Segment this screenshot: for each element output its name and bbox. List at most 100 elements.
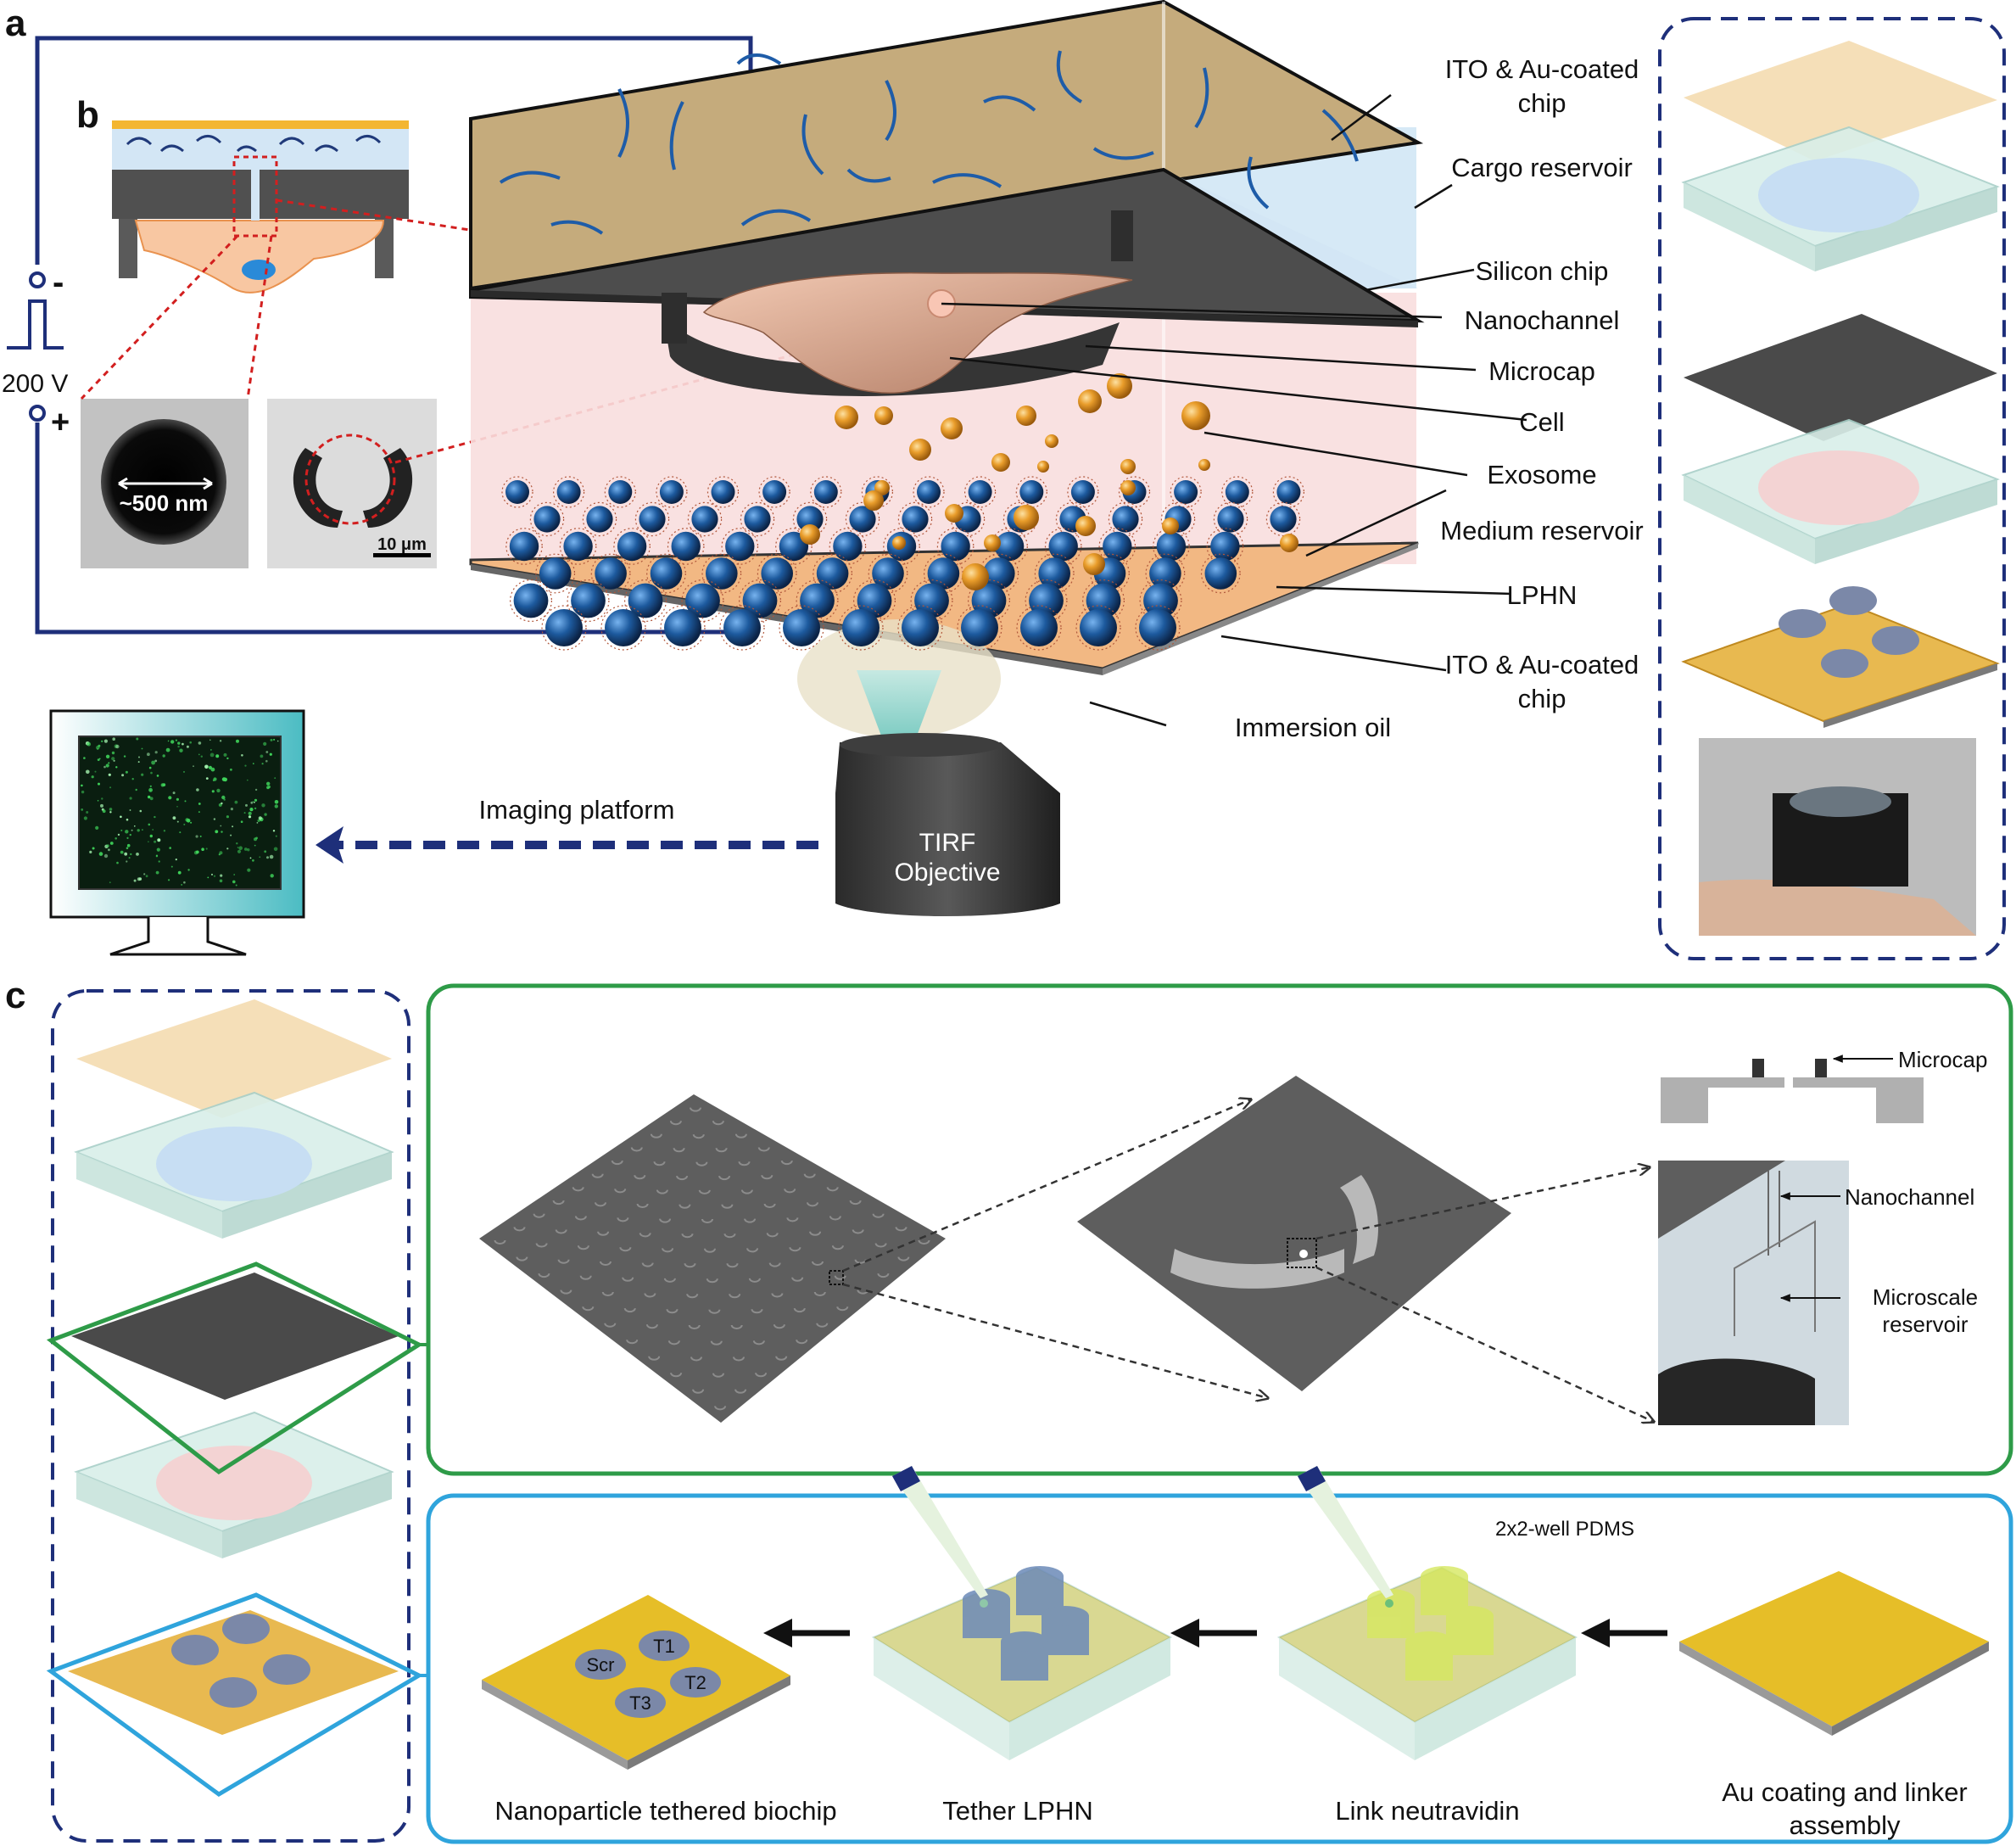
- fluorescent-spot: [215, 754, 220, 758]
- negative-terminal: [29, 271, 46, 288]
- microcap-mark: [872, 1213, 885, 1218]
- fluorescent-spot: [137, 761, 140, 764]
- microcap-mark: [708, 1309, 721, 1314]
- microcap-mark: [560, 1289, 572, 1295]
- exosome: [984, 534, 1001, 551]
- lphn-particle: [671, 531, 701, 562]
- fluorescent-spot: [266, 786, 270, 790]
- lphn-ligand: [681, 579, 724, 622]
- tirf-objective: [797, 619, 1060, 916]
- fluorescent-spot: [129, 833, 131, 836]
- fluorescent-spot: [109, 842, 114, 845]
- microcap-mark: [813, 1291, 826, 1296]
- fluorescent-spot: [123, 755, 126, 758]
- fluorescent-spot: [148, 795, 151, 799]
- lphn-ligand: [910, 579, 953, 622]
- microcap-mark: [695, 1161, 708, 1166]
- well-label-t1: T1: [653, 1636, 675, 1657]
- microcap-mark: [662, 1248, 674, 1253]
- microcap-mark: [557, 1259, 570, 1264]
- fluorescent-spot: [107, 848, 110, 852]
- microcap-mark: [634, 1175, 646, 1180]
- fluorescent-spot: [133, 879, 137, 882]
- fluorescent-spot: [274, 800, 279, 804]
- label-pdms: 2x2-well PDMS: [1495, 1518, 1634, 1541]
- fluorescent-spot: [86, 811, 89, 814]
- microcap-mark: [645, 1324, 658, 1329]
- microcap-mark: [701, 1218, 713, 1223]
- fluorescent-spot: [148, 787, 154, 792]
- microcap-mark: [623, 1307, 636, 1313]
- microcap-mark: [690, 1107, 701, 1112]
- lphn-ligand: [852, 579, 896, 622]
- lphn-particle: [800, 583, 835, 618]
- exosome: [1083, 553, 1105, 575]
- fluorescent-spot: [211, 790, 215, 793]
- fluorescent-spot: [149, 785, 152, 787]
- microcap-mark: [780, 1160, 793, 1166]
- label-medium-reservoir: Medium reservoir: [1440, 516, 1643, 545]
- fluorescent-spot: [148, 823, 151, 826]
- fluorescent-spot: [150, 771, 153, 775]
- fluorescent-spot: [116, 861, 119, 864]
- lphn-particle: [509, 531, 539, 562]
- fluorescent-spot: [87, 741, 92, 747]
- fluorescent-spot: [179, 748, 183, 752]
- microcap-mark: [667, 1340, 680, 1345]
- objective-label-1: TIRF: [919, 829, 976, 857]
- label-ito-bottom-2: chip: [1518, 684, 1566, 713]
- fluorescent-spot: [81, 808, 84, 811]
- microcap-mark: [595, 1202, 606, 1207]
- microcap-mark: [622, 1277, 634, 1282]
- fluorescent-spot: [111, 751, 115, 755]
- fluorescent-spot: [254, 837, 257, 842]
- microcap-mark: [611, 1160, 623, 1166]
- fluorescent-spot: [112, 737, 115, 741]
- fluorescent-spot: [207, 876, 209, 879]
- fluorescent-spot: [125, 830, 129, 834]
- microcap-mark: [666, 1309, 679, 1314]
- single-microcap-chip: [1077, 1076, 1511, 1391]
- microcap-mark: [738, 1161, 751, 1166]
- lphn-ligand: [634, 501, 670, 537]
- lphn-particle: [556, 480, 581, 504]
- fluorescent-spot: [226, 847, 229, 850]
- fluorescent-spot: [263, 741, 267, 747]
- fluorescent-spot: [155, 855, 159, 858]
- fluorescent-spot: [157, 838, 161, 842]
- fluorescent-spot: [125, 770, 128, 774]
- fluorescent-spot: [91, 775, 94, 779]
- label-immersion-oil: Immersion oil: [1235, 713, 1391, 742]
- lphn-ligand: [535, 553, 576, 594]
- plus-sign: +: [51, 405, 70, 440]
- fluorescent-spot: [275, 835, 277, 837]
- lphn-particle: [762, 480, 787, 504]
- lphn-ligand: [656, 476, 688, 508]
- fluorescent-spot: [155, 870, 159, 875]
- lphn-ligand: [845, 501, 880, 537]
- fluorescent-spot: [168, 879, 170, 881]
- microcap-mark: [744, 1218, 757, 1223]
- lphn-particle: [1019, 480, 1044, 504]
- lphn-ligand: [1135, 605, 1181, 651]
- fluorescent-spot: [102, 809, 106, 814]
- microcap-mark: [775, 1356, 788, 1361]
- fluorescent-spot: [240, 820, 243, 823]
- fluorescent-spot: [193, 765, 194, 768]
- step-label-au-2: assembly: [1790, 1810, 1901, 1840]
- lphn-particle: [1210, 531, 1240, 562]
- positive-terminal: [29, 405, 46, 422]
- fluorescent-spot: [221, 831, 223, 833]
- fluorescent-spot: [169, 847, 171, 849]
- fluorescent-spot: [190, 821, 193, 824]
- fluorescent-spot: [198, 811, 200, 814]
- fluorescent-spot: [114, 837, 117, 840]
- lphn-particle: [639, 506, 666, 533]
- lphn-ligand: [590, 553, 631, 594]
- fluorescent-spot: [245, 803, 248, 807]
- microcap-mark: [834, 1275, 846, 1280]
- lphn-ligand: [1015, 476, 1047, 508]
- lphn-ligand: [552, 476, 585, 508]
- lphn-ligand: [721, 528, 759, 565]
- microcap-mark: [690, 1357, 702, 1362]
